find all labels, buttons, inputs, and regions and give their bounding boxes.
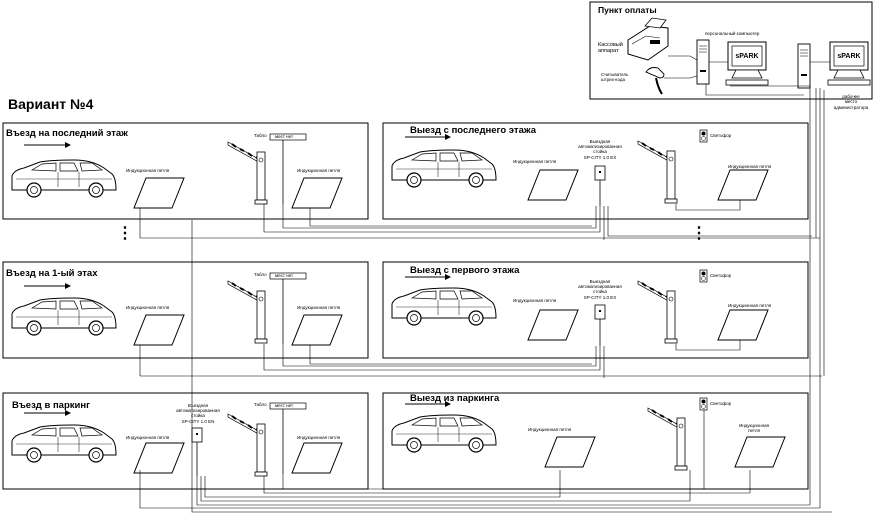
barcode-reader-label: Считыватель штрих-кода xyxy=(601,72,629,83)
cabling xyxy=(139,84,832,513)
exit-terminal-label: Выездная автоматизированная стойка SP-CI… xyxy=(578,279,622,300)
loop-label: Индукционная петля xyxy=(728,303,772,308)
loop-label: Индукционная петля xyxy=(513,298,557,303)
zone-title: Выезд с последнего этажа xyxy=(410,125,536,136)
cash-register-icon xyxy=(627,17,669,61)
zone-title: Выезд из паркинга xyxy=(410,393,500,404)
personal-computer-label: персональный компьютер xyxy=(705,31,760,36)
display-label: Табло xyxy=(254,272,267,277)
exit-terminal-icon xyxy=(594,304,606,320)
entry-terminal-label: Въездная автоматизированная стойка SP-CI… xyxy=(176,403,220,424)
continuation-dots: ⋮ xyxy=(691,225,707,242)
zone-title: Въезд на последний этаж xyxy=(6,128,128,139)
loop-label: Индукционная петля xyxy=(728,164,772,169)
traffic-light-label: Светофор xyxy=(710,133,732,138)
zone-title: Въезд в паркинг xyxy=(12,400,91,411)
admin-pc-tower-icon xyxy=(797,43,811,89)
loop-label: Индукционная петля xyxy=(126,168,170,173)
admin-screen-brand: sPARK xyxy=(837,53,861,60)
display-text: мест нет xyxy=(275,134,294,139)
barcode-scanner-icon xyxy=(645,67,665,95)
zone-title: Въезд на 1-ый этах xyxy=(6,268,98,279)
traffic-light-label: Светофор xyxy=(710,401,732,406)
cash-register-label: Кассовый аппарат xyxy=(598,42,623,55)
traffic-light-icon xyxy=(699,397,708,411)
display-text: мест нет xyxy=(275,273,294,278)
loop-label: Индукционная петля xyxy=(126,435,170,440)
barrier-icon xyxy=(227,402,307,477)
display-label: Табло xyxy=(254,402,267,407)
barrier-icon xyxy=(227,272,307,344)
display-text: мест нет xyxy=(275,403,294,408)
entry-terminal-icon xyxy=(191,427,203,443)
zone-title: Выезд с первого этажа xyxy=(410,265,520,276)
admin-station-label: рабочее место администратора xyxy=(833,94,869,110)
continuation-dots: ⋮ xyxy=(117,225,133,242)
traffic-light-icon xyxy=(699,129,708,143)
loop-label: Индукционная петля xyxy=(297,435,341,440)
exit-terminal-icon xyxy=(594,165,606,181)
variant-title: Вариант №4 xyxy=(8,96,94,112)
traffic-light-icon xyxy=(699,269,708,283)
payment-screen-brand: sPARK xyxy=(735,53,759,60)
payment-point-title: Пункт оплаты xyxy=(598,5,657,15)
loop-label: Индукционная петля xyxy=(126,305,170,310)
loop-label: Индукционная петля xyxy=(297,305,341,310)
loop-label: Индукционная петля xyxy=(297,168,341,173)
payment-pc-tower-icon xyxy=(696,39,710,85)
display-label: Табло xyxy=(254,133,267,138)
barrier-icon xyxy=(227,133,307,205)
traffic-light-label: Светофор xyxy=(710,273,732,278)
loop-label: Индукционная петля xyxy=(528,427,572,432)
exit-terminal-label: Выездная автоматизированная стойка SP-CI… xyxy=(578,139,622,160)
loop-label: Индукционная петля xyxy=(738,423,770,434)
loop-label: Индукционная петля xyxy=(513,159,557,164)
